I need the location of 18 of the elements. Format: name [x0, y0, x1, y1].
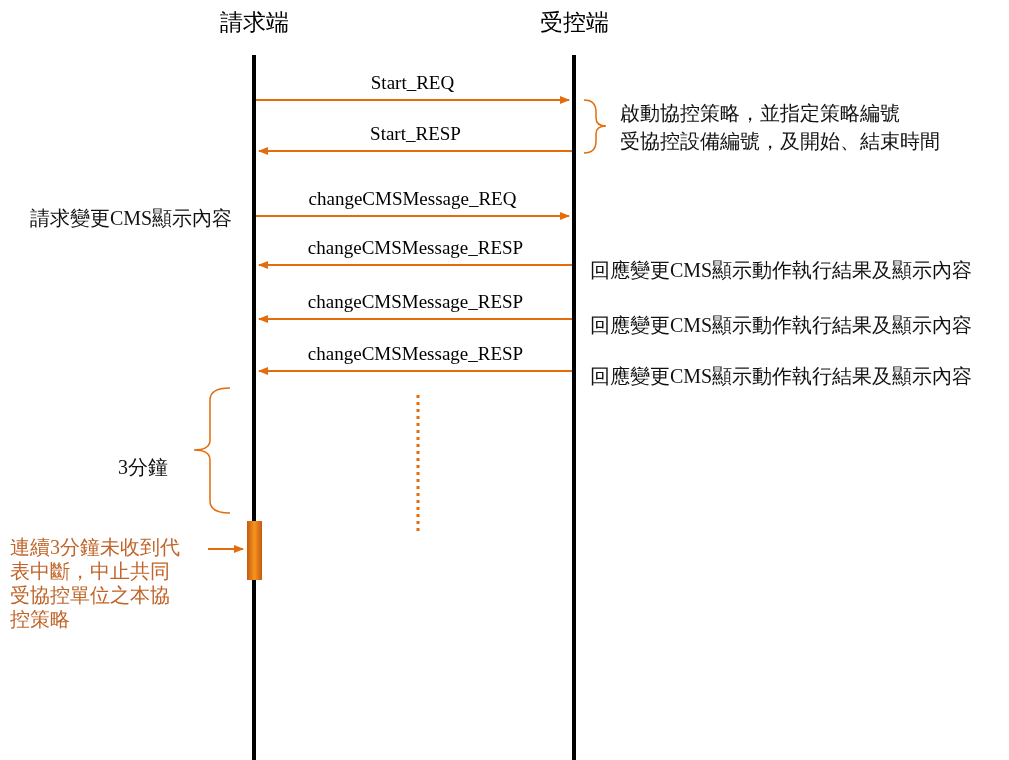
note-text: 請求變更CMS顯示內容	[30, 206, 233, 230]
note-text: 連續3分鐘未收到代表中斷，中止共同受協控單位之本協控策略	[10, 535, 180, 631]
note-text: 回應變更CMS顯示動作執行結果及顯示內容	[590, 313, 973, 337]
arrow	[255, 96, 570, 104]
note-text: 回應變更CMS顯示動作執行結果及顯示內容	[590, 364, 973, 388]
activation-bar	[247, 521, 262, 580]
arrow	[258, 261, 573, 269]
arrow	[207, 545, 244, 553]
arrow	[258, 147, 573, 155]
lifeline-heading: 受控端	[538, 9, 610, 37]
note-text: 回應變更CMS顯示動作執行結果及顯示內容	[590, 258, 973, 282]
arrow	[258, 367, 573, 375]
arrow	[258, 315, 573, 323]
lifeline-heading: 請求端	[218, 9, 290, 37]
duration-label: 3分鐘	[118, 455, 168, 479]
arrow	[255, 212, 570, 220]
note-text: 受協控設備編號，及開始、結束時間	[620, 129, 940, 153]
note-text: 啟動協控策略，並指定策略編號	[620, 101, 900, 125]
